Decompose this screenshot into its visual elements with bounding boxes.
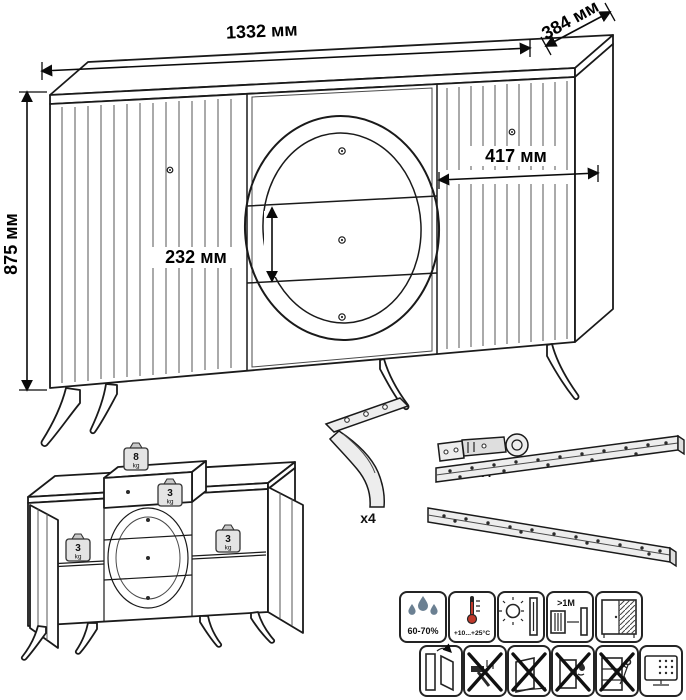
main-sideboard-view: [40, 34, 614, 447]
weight-left-value: 3: [75, 543, 81, 554]
open-view-legs: [20, 611, 276, 661]
cabinet-right-side: [574, 43, 614, 343]
leg-hardware: x4: [324, 397, 410, 526]
ventilated-cabinet-icon: [595, 591, 643, 643]
open-drawer-dividers: [103, 534, 193, 581]
door-knobs: [166, 128, 516, 174]
leg-quantity-label: x4: [360, 510, 376, 526]
right-door-slats: [446, 81, 568, 349]
drawer-dividers: [246, 195, 438, 284]
open-knob-2: [146, 556, 150, 560]
drawer-slide-lower: [427, 507, 677, 568]
height-dimension-label: 875 мм: [1, 213, 21, 275]
dim-drawer-height: 232 мм: [150, 206, 280, 283]
weight-left-unit: kg: [75, 554, 82, 561]
weight-right-value: 3: [225, 534, 231, 545]
weight-top-value: 8: [133, 452, 139, 463]
no-direct-sunlight-icon: [497, 591, 545, 643]
weight-top-unit: kg: [133, 463, 140, 470]
center-frame: [251, 87, 433, 368]
humidity-label: 60-70%: [407, 626, 438, 636]
care-icons-row-2: [419, 643, 683, 697]
panel-handling-icon: [419, 643, 463, 697]
temperature-icon: +10...+25°C: [448, 591, 496, 643]
no-moisture-icon: [551, 645, 595, 697]
no-hammering-icon: [463, 645, 507, 697]
hinge-hardware: x4: [437, 433, 529, 480]
pulled-out-drawer: [103, 460, 207, 509]
open-cabinet-view: 8 kg 3 kg 3 kg 3 kg: [20, 442, 304, 661]
cabinet-front-face: [49, 76, 576, 389]
no-dragging-icon: [507, 645, 551, 697]
open-oval-outer: [107, 507, 189, 609]
no-climbing-icon: [595, 645, 639, 697]
temperature-label: +10...+25°C: [454, 629, 490, 637]
open-right-door: [267, 486, 304, 634]
open-knob-1: [146, 518, 150, 522]
left-door-slats: [61, 99, 232, 383]
care-icons-row-1: 60-70% +10...+25°C >1M: [399, 591, 643, 643]
dim-width: 1332 мм: [40, 19, 532, 80]
weight-right-unit: kg: [225, 545, 232, 552]
cabinet-legs: [40, 343, 580, 447]
open-left-door: [29, 504, 59, 649]
oval-moulding: [243, 115, 441, 341]
drawer-slide-upper: [435, 434, 685, 483]
weight-drawer-unit: kg: [167, 499, 174, 506]
drawer-knobs: [338, 147, 346, 321]
drawer-slides: [427, 434, 685, 568]
weight-drawer: 3 kg: [157, 478, 183, 507]
screen-placement-icon: [639, 645, 683, 697]
interior-shelves: [29, 551, 267, 569]
drawer-height-dimension-label: 232 мм: [165, 247, 227, 267]
min-distance-label: >1M: [557, 598, 575, 608]
width-dimension-label: 1332 мм: [225, 19, 297, 42]
weight-left-shelf: 3 kg: [65, 533, 91, 562]
section-dividers: [246, 84, 438, 371]
humidity-icon: 60-70%: [399, 591, 447, 643]
weight-top: 8 kg: [123, 442, 149, 471]
weight-drawer-value: 3: [167, 488, 173, 499]
weight-right-shelf: 3 kg: [215, 524, 241, 553]
heater-distance-icon: >1M: [546, 591, 594, 643]
dim-height: 875 мм: [1, 90, 47, 392]
inner-width-dimension-label: 417 мм: [485, 146, 547, 166]
dim-inner-width: 417 мм: [437, 146, 600, 189]
open-knob-3: [146, 596, 150, 600]
